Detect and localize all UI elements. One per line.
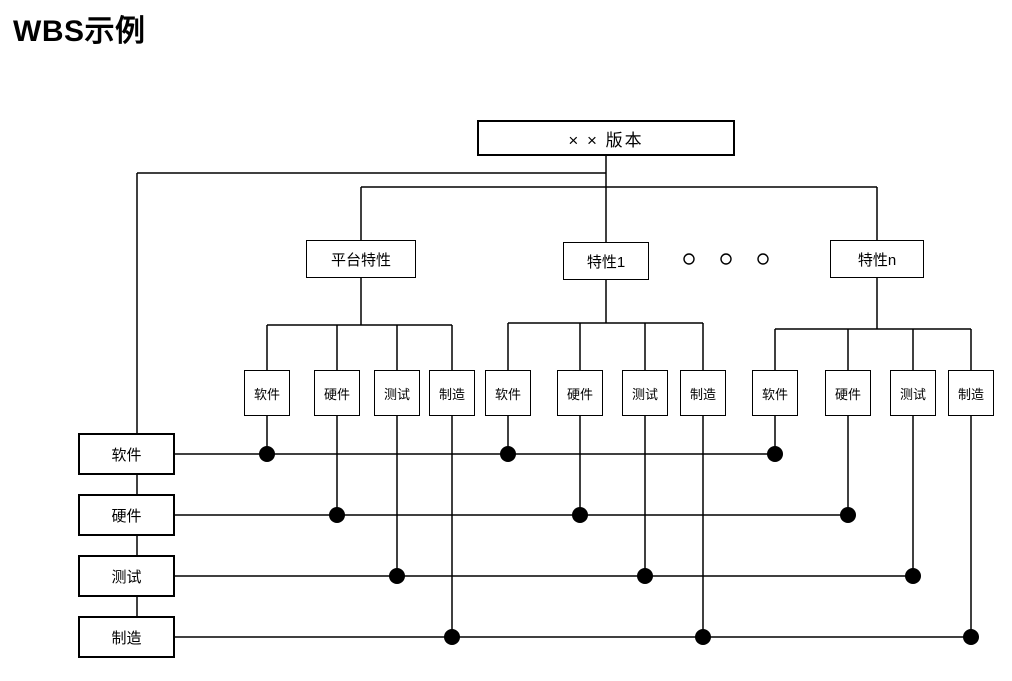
junction-dot: [572, 507, 588, 523]
junction-dot: [389, 568, 405, 584]
node-version-root: × × 版本: [477, 120, 735, 156]
ellipsis-circle: [720, 253, 732, 265]
legend-row-test: 测试: [78, 555, 175, 597]
junction-dot: [329, 507, 345, 523]
node-branch1-software: 软件: [244, 370, 290, 416]
junction-dot: [767, 446, 783, 462]
node-branch1-hardware: 硬件: [314, 370, 360, 416]
node-feature-n: 特性n: [830, 240, 924, 278]
node-branch1-manufacture: 制造: [429, 370, 475, 416]
node-branch3-software: 软件: [752, 370, 798, 416]
node-branch3-manufacture: 制造: [948, 370, 994, 416]
junction-dot: [963, 629, 979, 645]
node-branch3-test: 测试: [890, 370, 936, 416]
node-branch2-software: 软件: [485, 370, 531, 416]
node-branch2-manufacture: 制造: [680, 370, 726, 416]
legend-row-manufacture: 制造: [78, 616, 175, 658]
junction-dot: [444, 629, 460, 645]
junction-dot: [500, 446, 516, 462]
junction-dot: [695, 629, 711, 645]
junction-dot: [840, 507, 856, 523]
node-platform-feature: 平台特性: [306, 240, 416, 278]
node-branch2-test: 测试: [622, 370, 668, 416]
page-title: WBS示例: [13, 15, 146, 48]
junction-dot: [259, 446, 275, 462]
junction-dot: [905, 568, 921, 584]
tree-connectors: [136, 156, 972, 433]
legend-row-software: 软件: [78, 433, 175, 475]
ellipsis-circles: [683, 253, 769, 265]
legend-row-hardware: 硬件: [78, 494, 175, 536]
junction-dot: [637, 568, 653, 584]
node-feature-1: 特性1: [563, 242, 649, 280]
node-branch1-test: 测试: [374, 370, 420, 416]
node-branch3-hardware: 硬件: [825, 370, 871, 416]
ellipsis-circle: [757, 253, 769, 265]
ellipsis-circle: [683, 253, 695, 265]
node-branch2-hardware: 硬件: [557, 370, 603, 416]
junction-dots: [259, 446, 979, 645]
